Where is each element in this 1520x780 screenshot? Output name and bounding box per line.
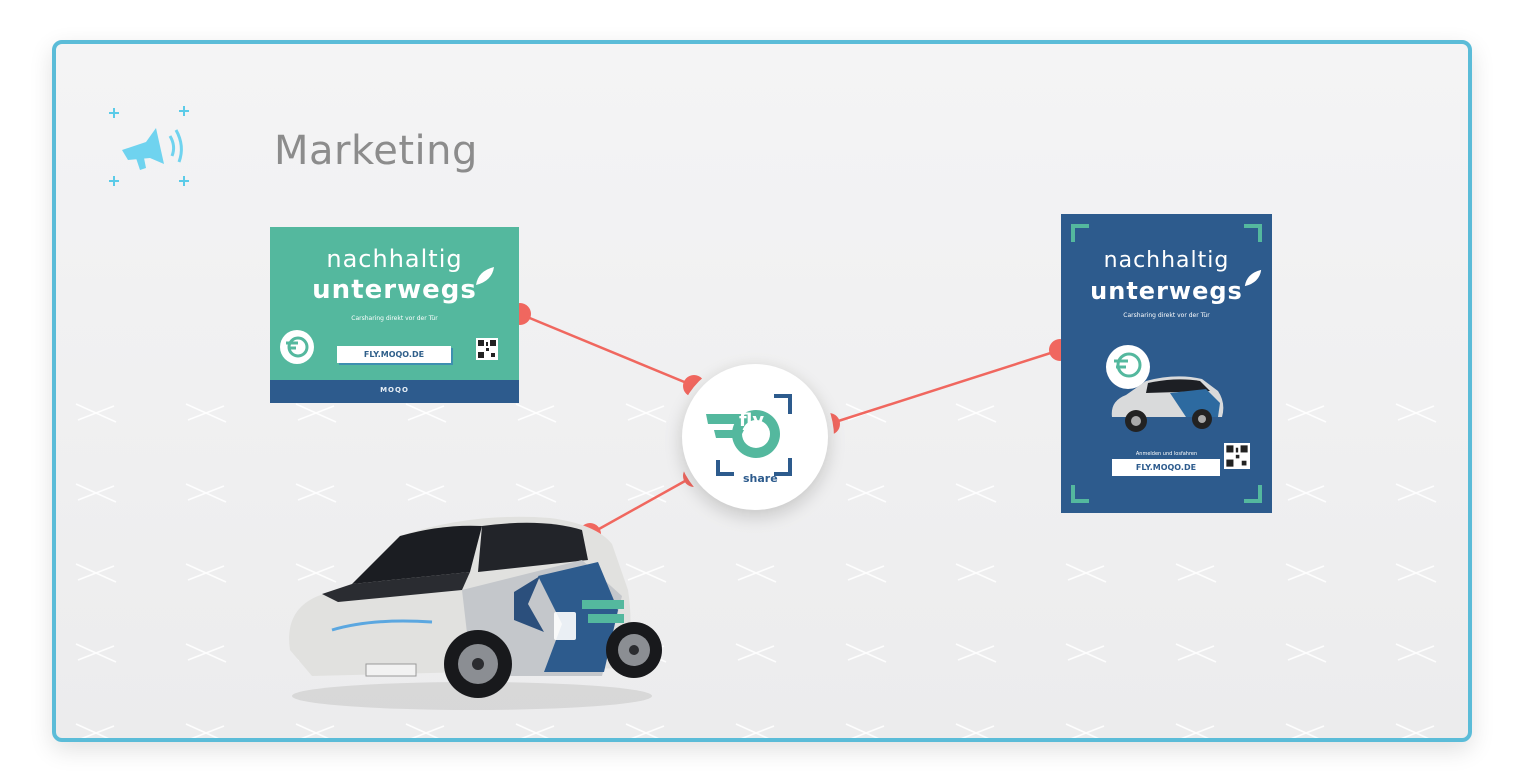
flyer-url: FLY.MOQO.DE bbox=[337, 346, 451, 363]
page-title: Marketing bbox=[274, 128, 478, 174]
poster-cta: Anmelden und losfahren bbox=[1135, 451, 1198, 457]
poster-portrait: nachhaltig unterwegs Carsharing direkt v… bbox=[1061, 214, 1272, 513]
frame-corners bbox=[1071, 224, 1262, 503]
poster-headline-top: nachhaltig bbox=[1103, 248, 1230, 273]
flyshare-logo-icon bbox=[280, 330, 314, 364]
flyer-headline-top: nachhaltig bbox=[326, 245, 463, 273]
branded-car-image bbox=[289, 516, 662, 710]
qr-code-icon bbox=[1224, 443, 1250, 469]
poster-url: FLY.MOQO.DE bbox=[1112, 459, 1220, 476]
flyshare-hub: fly share bbox=[682, 364, 828, 510]
megaphone-icon bbox=[109, 106, 189, 186]
flyer-footer: MOQO bbox=[270, 380, 519, 403]
flyshare-logo-icon bbox=[1106, 345, 1150, 389]
flyer-brand: MOQO bbox=[380, 386, 409, 394]
car-icon bbox=[1111, 376, 1224, 432]
leaf-icon bbox=[1244, 269, 1262, 287]
flyer-landscape: nachhaltig unterwegs Carsharing direkt v… bbox=[270, 227, 519, 403]
qr-code-icon bbox=[476, 338, 498, 360]
poster-headline-bottom: unterwegs bbox=[1090, 277, 1243, 305]
flyer-headline-bottom: unterwegs bbox=[312, 275, 477, 305]
flyer-tagline: Carsharing direkt vor der Tür bbox=[351, 315, 438, 322]
marketing-card: Marketing nachhaltig unterwegs Carsharin… bbox=[52, 40, 1472, 742]
leaf-icon bbox=[476, 267, 494, 285]
poster-tagline: Carsharing direkt vor der Tür bbox=[1123, 312, 1210, 319]
hub-logo-word: fly bbox=[739, 410, 765, 431]
flyshare-logo-icon bbox=[706, 394, 792, 476]
hub-logo-sub: share bbox=[743, 472, 778, 485]
